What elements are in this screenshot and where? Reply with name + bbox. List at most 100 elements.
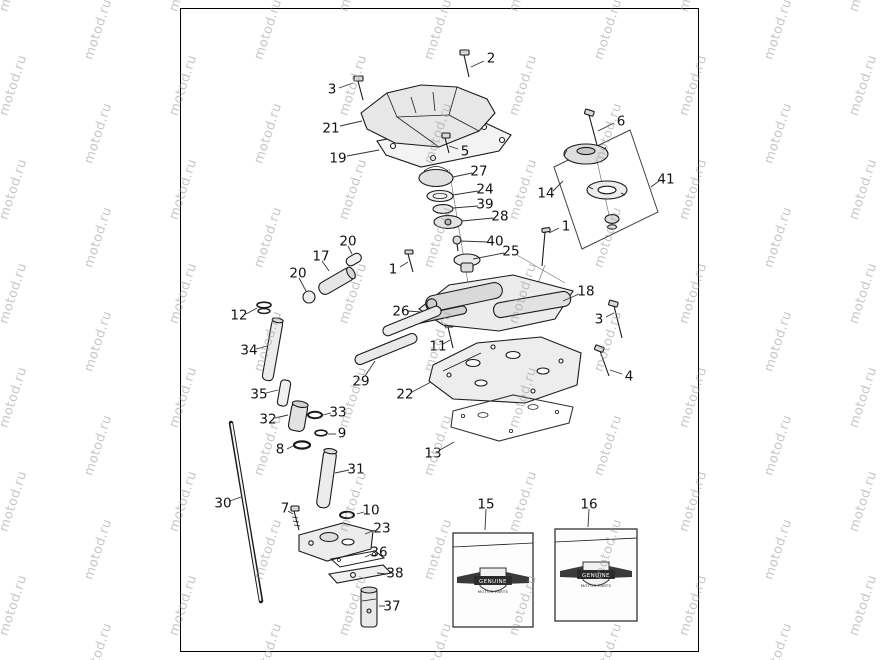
part-number-label: 37 xyxy=(383,599,400,615)
lifter-37 xyxy=(360,586,378,628)
watermark-text: motod.ru xyxy=(0,157,31,222)
part-number-label: 9 xyxy=(338,426,347,442)
part-number-label: 36 xyxy=(370,545,387,561)
leader-line xyxy=(407,310,422,313)
leader-line xyxy=(562,293,580,302)
part-number-label: 40 xyxy=(486,234,503,250)
part-number-label: 22 xyxy=(396,387,413,403)
leader-line xyxy=(439,441,455,451)
part-number-label: 34 xyxy=(240,343,257,359)
watermark-text: motod.ru xyxy=(81,205,116,270)
watermark-text: motod.ru xyxy=(0,53,31,118)
watermark-text: motod.ru xyxy=(761,0,796,62)
watermark-text: motod.ru xyxy=(846,53,880,118)
watermark-text: motod.ru xyxy=(81,517,116,582)
leader-line xyxy=(322,412,332,416)
spacer-20b xyxy=(302,290,316,304)
part-number-label: 25 xyxy=(502,244,519,260)
emblem-text-motor-parts: MOTOR PARTS xyxy=(581,583,612,588)
part-number-label: 11 xyxy=(429,339,446,355)
emblem-text-motor-parts: MOTOR PARTS xyxy=(478,589,509,594)
genuine-parts-emblem: GENUINE MOTOR PARTS xyxy=(457,567,529,594)
part-number-label: 23 xyxy=(373,521,390,537)
emblem-text-genuine: GENUINE xyxy=(479,579,507,585)
spacer-20a xyxy=(345,252,362,267)
watermark-text: motod.ru xyxy=(846,573,880,638)
part-number-label: 5 xyxy=(461,144,470,160)
part-number-label: 15 xyxy=(477,497,494,513)
part-number-label: 18 xyxy=(577,284,594,300)
plate-38 xyxy=(327,564,393,584)
leader-line xyxy=(484,508,487,531)
part-number-label: 7 xyxy=(281,501,290,517)
part-number-label: 35 xyxy=(250,387,267,403)
breather-stack xyxy=(418,166,481,273)
bolt-3-top xyxy=(353,75,364,101)
leader-line xyxy=(364,360,376,377)
diagram-frame: GENUINE MOTOR PARTS GENUINE MOTOR PARTS … xyxy=(180,8,699,652)
part-number-label: 28 xyxy=(491,209,508,225)
part-number-label: 2 xyxy=(487,51,496,67)
leader-line xyxy=(245,307,258,315)
part-number-label: 8 xyxy=(276,442,285,458)
housing-gasket xyxy=(450,394,574,442)
ring-8 xyxy=(292,440,312,450)
part-number-label: 17 xyxy=(312,249,329,265)
gasket-36 xyxy=(329,550,386,568)
watermark-text: motod.ru xyxy=(761,205,796,270)
watermark-text: motod.ru xyxy=(847,0,880,14)
oring-9 xyxy=(314,429,328,437)
leader-line xyxy=(452,172,473,178)
rocker-cover xyxy=(360,84,496,148)
leader-line xyxy=(339,120,363,127)
emblem-text-genuine: GENUINE xyxy=(582,573,610,579)
leader-line xyxy=(459,240,489,243)
watermark-text: motod.ru xyxy=(0,0,30,14)
leader-line xyxy=(287,510,294,515)
pushrod-cover-31 xyxy=(316,448,338,509)
part-number-label: 1 xyxy=(389,262,398,278)
parts-box-15: GENUINE MOTOR PARTS xyxy=(452,532,534,628)
part-number-label: 13 xyxy=(424,446,441,462)
watermark-text: motod.ru xyxy=(846,365,880,430)
leader-line xyxy=(298,277,307,292)
part-number-label: 32 xyxy=(259,412,276,428)
leader-line xyxy=(411,381,432,393)
leader-line xyxy=(229,496,242,502)
screw-7 xyxy=(290,505,301,531)
part-number-label: 3 xyxy=(595,312,604,328)
leader-line xyxy=(364,529,376,535)
part-number-label: 1 xyxy=(562,219,571,235)
pushrod-tube-upper xyxy=(382,305,442,337)
leader-line xyxy=(399,261,409,268)
leader-line xyxy=(356,511,365,515)
oring-33 xyxy=(307,410,323,420)
part-number-label: 30 xyxy=(214,496,231,512)
leader-line xyxy=(452,205,479,209)
watermark-text: motod.ru xyxy=(81,309,116,374)
watermark-text: motod.ru xyxy=(761,621,796,660)
leader-line xyxy=(265,389,279,394)
watermark-text: motod.ru xyxy=(81,621,116,660)
leader-line xyxy=(274,414,289,419)
leader-line xyxy=(364,553,373,558)
watermark-text: motod.ru xyxy=(0,469,31,534)
leader-line xyxy=(338,82,354,89)
lower-housing xyxy=(428,336,582,404)
watermark-text: motod.ru xyxy=(761,413,796,478)
part-number-label: 33 xyxy=(329,405,346,421)
part-number-label: 19 xyxy=(329,151,346,167)
rocker-arm-assembly xyxy=(410,274,574,332)
leader-line xyxy=(548,227,560,234)
oring-12 xyxy=(256,301,272,315)
leader-line xyxy=(452,190,479,196)
bolt-1-left xyxy=(404,249,414,273)
leader-line xyxy=(376,572,389,575)
pushrod-cover-34 xyxy=(261,317,284,382)
leader-line xyxy=(609,369,623,375)
part-number-label: 10 xyxy=(362,503,379,519)
leader-line xyxy=(472,252,505,260)
watermark-text: motod.ru xyxy=(0,573,31,638)
watermark-text: motod.ru xyxy=(761,101,796,166)
